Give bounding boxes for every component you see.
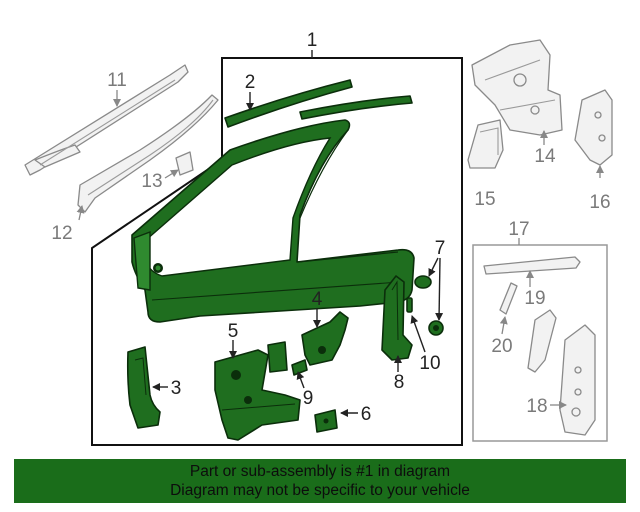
rail-12 — [77, 94, 219, 213]
callout-8: 8 — [394, 372, 405, 393]
plugs-7 — [414, 275, 444, 336]
callout-6: 6 — [361, 404, 372, 425]
callout-17: 17 — [508, 219, 529, 240]
leader-13 — [164, 169, 179, 179]
callout-3: 3 — [171, 378, 182, 399]
leader-10 — [410, 315, 426, 353]
pillar-piece-16 — [574, 89, 613, 166]
callout-12: 12 — [51, 223, 72, 244]
leader-7b — [435, 257, 444, 321]
disclaimer-banner: Part or sub-assembly is #1 in diagram Di… — [14, 459, 626, 503]
callout-5: 5 — [228, 321, 239, 342]
callout-4: 4 — [312, 289, 323, 310]
bracket-4 — [301, 311, 349, 366]
gusset-15 — [467, 119, 504, 169]
callout-13: 13 — [141, 171, 162, 192]
callout-10: 10 — [419, 353, 440, 374]
body-side-outer-panel — [131, 119, 415, 323]
leader-9 — [296, 371, 305, 389]
assembly-17-boundary — [472, 244, 608, 442]
leader-7a — [428, 257, 439, 277]
callout-7: 7 — [435, 238, 446, 259]
callout-20: 20 — [491, 336, 512, 357]
disclaimer-line-1: Part or sub-assembly is #1 in diagram — [189, 463, 451, 480]
roof-rail-strip — [224, 79, 413, 128]
strip-20 — [499, 282, 518, 315]
leader-20 — [499, 316, 508, 335]
callout-18: 18 — [526, 396, 547, 417]
callout-19: 19 — [524, 288, 545, 309]
callout-11: 11 — [107, 70, 127, 91]
clip-10 — [406, 297, 413, 313]
brackets-9 — [267, 341, 308, 376]
center-pillar-8 — [381, 275, 413, 361]
callout-15: 15 — [474, 189, 495, 210]
pillar-reinforcement-3 — [126, 346, 161, 429]
inner-panel-14 — [471, 39, 563, 136]
callout-9: 9 — [303, 388, 314, 409]
callout-2: 2 — [245, 72, 256, 93]
rail-19 — [483, 256, 581, 275]
callout-1: 1 — [307, 30, 318, 51]
parts-diagram: 1 2 3 4 5 6 7 8 9 10 11 12 13 14 15 16 1… — [24, 30, 613, 446]
pillar-inner-18 — [527, 309, 596, 436]
rail-11 — [24, 64, 189, 176]
leader-12 — [76, 205, 85, 221]
disclaimer-line-2: Diagram may not be specific to your vehi… — [170, 482, 470, 499]
plate-6 — [314, 409, 338, 433]
callout-16: 16 — [589, 192, 610, 213]
callout-14: 14 — [534, 146, 556, 167]
bracket-13 — [175, 151, 194, 176]
